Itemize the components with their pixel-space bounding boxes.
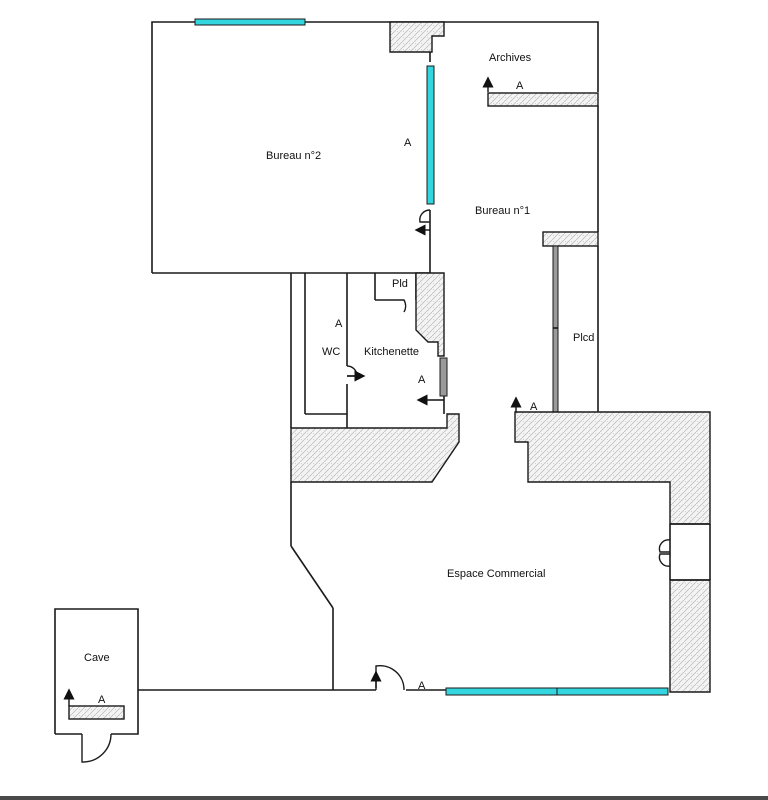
label-kitchenette: Kitchenette	[364, 346, 419, 358]
side-entrance	[658, 523, 711, 581]
marker-a-entrance: A	[418, 680, 426, 692]
hatched-wall-right	[514, 411, 711, 525]
kitchen-side-wall	[415, 272, 445, 357]
cave-shelf	[68, 705, 125, 720]
espace-commercial-walls	[138, 482, 446, 691]
marker-a-kitchenette: A	[418, 374, 426, 386]
archives-shelf	[487, 92, 599, 107]
hatched-wall-left	[290, 413, 460, 483]
window-top	[194, 18, 306, 26]
hatched-wall-right-lower	[669, 579, 711, 693]
door-pld	[392, 299, 407, 313]
label-bureau-2: Bureau n°2	[266, 150, 321, 162]
window-partition-bureau	[426, 65, 435, 205]
label-plcd: Plcd	[573, 332, 594, 344]
marker-a-commercial-upper: A	[530, 401, 538, 413]
marker-a-cave: A	[98, 694, 106, 706]
label-archives: Archives	[489, 52, 532, 64]
label-espace-commercial: Espace Commercial	[447, 568, 545, 580]
marker-a-archives: A	[516, 80, 524, 92]
label-wc: WC	[322, 346, 340, 358]
window-bottom-left	[445, 687, 558, 696]
window-bottom-right	[556, 687, 669, 696]
marker-a-bureau: A	[404, 137, 412, 149]
door-main-entrance	[375, 664, 405, 691]
wall-pillar-top	[389, 21, 445, 53]
door-wc	[346, 365, 358, 377]
marker-a-wc: A	[335, 318, 343, 330]
label-pld: Pld	[392, 278, 408, 290]
service-block-walls	[290, 273, 417, 428]
label-bureau-1: Bureau n°1	[475, 205, 530, 217]
bureau-1-walls	[429, 22, 599, 412]
plcd-partition	[552, 245, 559, 413]
plcd-header-block	[542, 231, 599, 247]
label-cave: Cave	[84, 652, 110, 664]
bottom-rule	[0, 796, 768, 800]
door-cave	[81, 733, 112, 763]
door-bureau	[419, 209, 431, 223]
cave-walls	[54, 608, 139, 735]
kitchen-partition	[439, 357, 448, 397]
